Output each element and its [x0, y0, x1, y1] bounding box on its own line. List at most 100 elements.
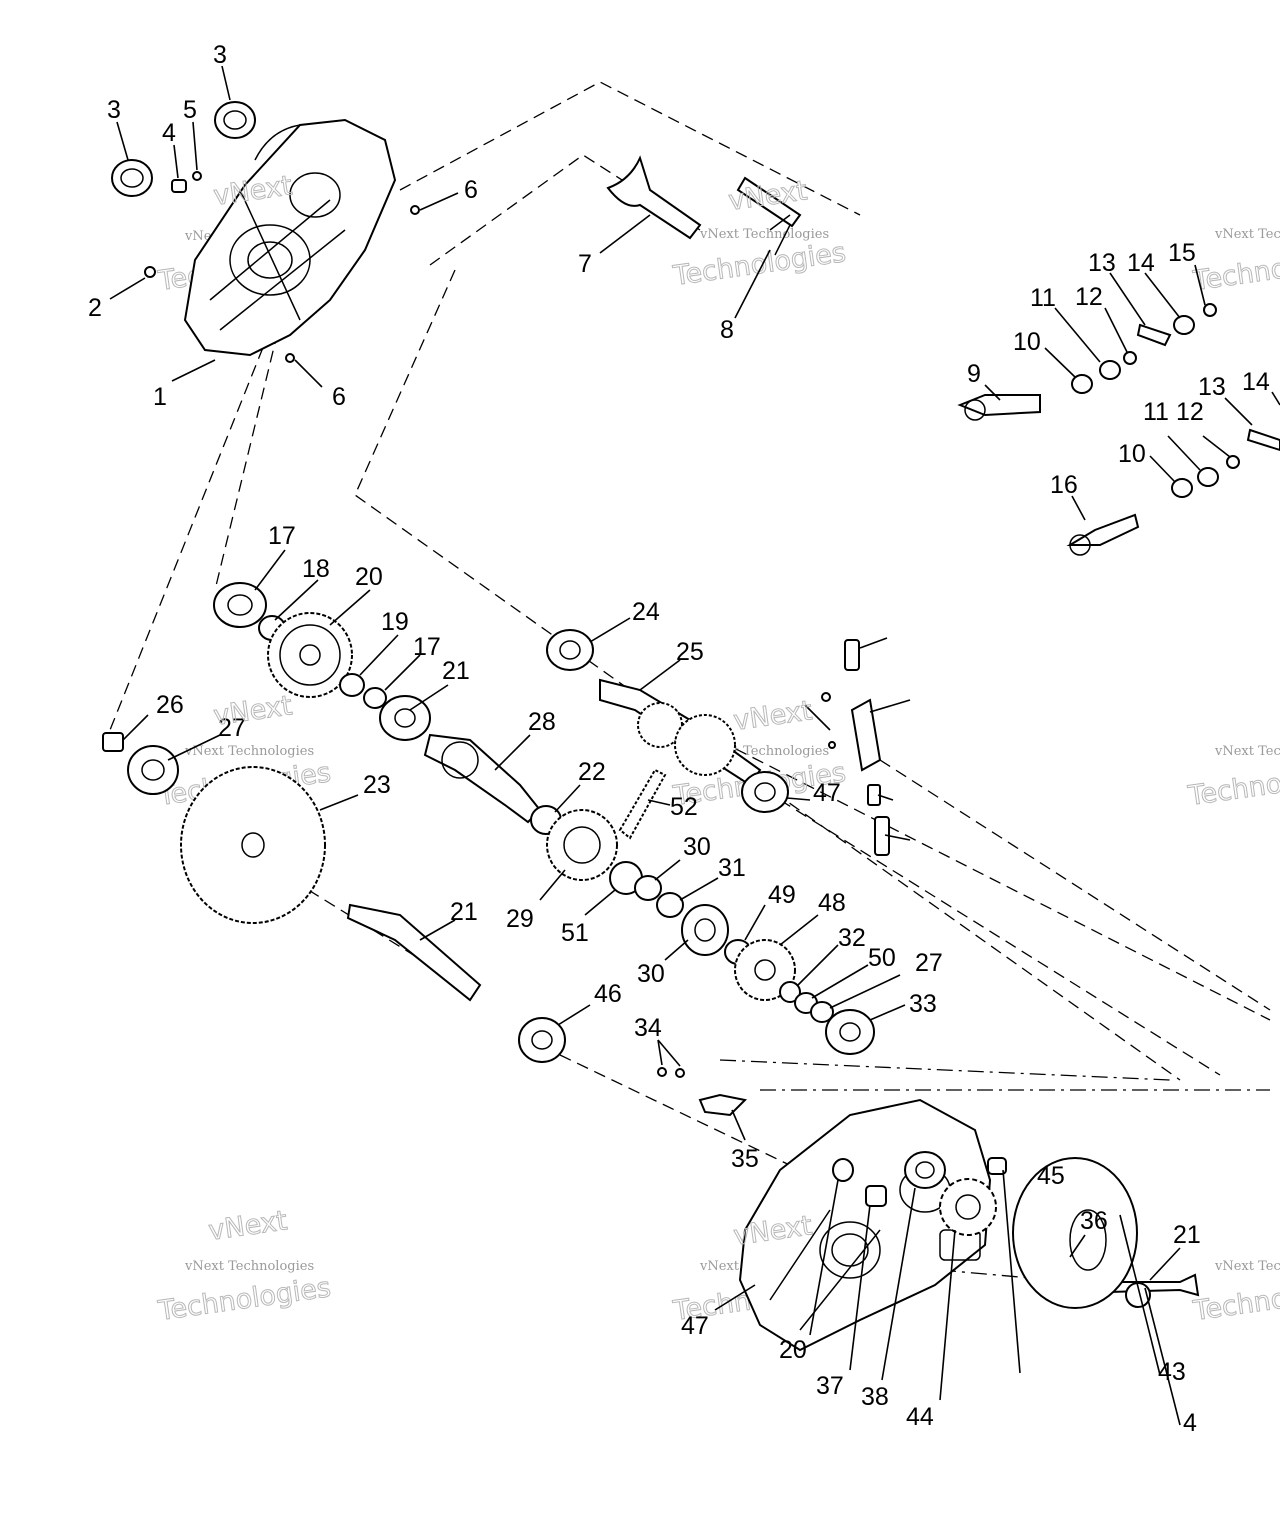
watermark-text: vNext	[727, 175, 809, 217]
callout-22: 25	[676, 638, 704, 666]
washer-36	[810, 1001, 834, 1023]
callout-32: 31	[718, 854, 746, 882]
washer-27-top	[363, 687, 387, 709]
drive-pulley-39	[1012, 1157, 1138, 1309]
arm-13-top	[1136, 323, 1172, 347]
dowel-6-bottom	[285, 353, 295, 363]
ring-12-top	[1123, 351, 1137, 365]
callout-34: 32	[838, 924, 866, 952]
bearing-23	[546, 629, 594, 671]
callout-21: 17	[268, 522, 296, 550]
pin-5	[192, 171, 202, 181]
watermark-text: vNext Technologies	[184, 744, 314, 759]
bearing-21-bottom	[825, 1009, 875, 1055]
watermark-text: vNext Technologies	[184, 1259, 314, 1274]
callout-43: 20	[779, 1336, 807, 1364]
callout-44: 47	[681, 1312, 709, 1340]
left-case-half	[183, 118, 397, 357]
bolt-2	[144, 266, 156, 278]
shift-rail-parts-17-20	[821, 639, 890, 856]
callout-14: 14	[1242, 368, 1270, 396]
bushing-32	[656, 892, 684, 918]
watermark-text: Technologies	[1186, 757, 1280, 812]
watermark-text: vNext Technologies	[1214, 744, 1280, 759]
callout-7: 7	[578, 250, 592, 278]
callout-21: 47	[813, 779, 841, 807]
callout-27: 49	[768, 881, 796, 909]
bushing-34	[779, 981, 801, 1003]
plug-52	[102, 732, 124, 752]
callout-42: 37	[816, 1372, 844, 1400]
shift-shaft-8	[736, 176, 802, 256]
callout-26: 19	[381, 608, 409, 636]
ring-30-bottom	[634, 875, 662, 901]
callout-2: 2	[88, 294, 102, 322]
shaft-22	[599, 678, 762, 787]
dog-clutch-46	[681, 904, 729, 956]
callout-33: 48	[818, 889, 846, 917]
watermark-text: Technologies	[1191, 1272, 1280, 1327]
callout-3: 38	[861, 1383, 889, 1411]
callout-4: 4	[162, 119, 176, 147]
seal-3-left	[111, 159, 153, 197]
callout-37: 36	[1080, 1207, 1108, 1235]
watermark-text: Technologies	[671, 237, 848, 292]
nut-15	[1203, 303, 1217, 317]
dowel-6-top	[410, 205, 420, 215]
sprocket-41	[939, 1178, 997, 1236]
callout-6: 6	[464, 176, 478, 204]
watermark-text: Technologies	[1191, 242, 1280, 297]
callout-47: 27	[218, 714, 246, 742]
gear-51	[180, 766, 326, 924]
callout-47: 46	[594, 980, 622, 1008]
callout-31: 52	[670, 793, 698, 821]
detent-parts-20-45	[657, 1067, 748, 1117]
watermark-text: Technologies	[156, 1272, 333, 1327]
seal-3-bottom	[904, 1151, 946, 1189]
watermark-fragments: vNext vNext vNext vNext vNext vNext	[206, 170, 814, 1253]
callout-30: 22	[578, 758, 606, 786]
callout-16: 16	[1050, 471, 1078, 499]
callout-21: 33	[909, 990, 937, 1018]
ring-12-bottom	[1226, 455, 1240, 469]
callout-12: 12	[1176, 398, 1204, 426]
bushing-4	[171, 179, 187, 193]
callout-30: 30	[683, 833, 711, 861]
callout-25: 20	[355, 563, 383, 591]
callout-35: 50	[868, 944, 896, 972]
shaft-29	[423, 733, 542, 824]
bearing-47-top	[127, 745, 179, 795]
callout-14: 14	[1127, 249, 1155, 277]
callout-41: 44	[906, 1403, 934, 1431]
callout-36: 27	[915, 949, 943, 977]
callout-10: 10	[1118, 440, 1146, 468]
washer-10-top	[1071, 374, 1093, 394]
callout-4: 45	[1037, 1162, 1065, 1190]
bearing-21-left	[213, 582, 267, 628]
washer-11-top	[1099, 360, 1121, 380]
callout-39: 43	[1158, 1358, 1186, 1386]
callout-9: 9	[967, 360, 981, 388]
callout-labels: 1 2 3 3 4 5 6 6 7 8 9 10 11 12 13 14 15 …	[88, 41, 1270, 1437]
bearing-47-bottom	[518, 1017, 566, 1063]
watermark-text: vNext Technologies	[699, 227, 829, 242]
chain-31	[618, 768, 667, 840]
callout-28: 21	[442, 657, 470, 685]
bushing-4-bottom	[987, 1157, 1007, 1175]
watermark-text: vNext	[732, 695, 814, 737]
callout-11: 11	[1030, 284, 1056, 312]
bushing-26	[339, 673, 365, 697]
shift-lever-9	[957, 394, 1041, 421]
gear-25	[267, 612, 353, 698]
watermark-text: vNext	[212, 690, 294, 732]
callout-6: 6	[332, 383, 346, 411]
seal-3-top	[214, 101, 256, 139]
callout-15: 15	[1168, 239, 1196, 267]
watermarks: vNext Technologies Technologies vNext Te…	[155, 227, 1280, 1328]
plug-42	[865, 1185, 887, 1207]
callout-20: 34	[634, 1014, 662, 1042]
arm-13-bottom	[1246, 428, 1280, 452]
washer-10-bottom	[1171, 478, 1193, 498]
callout-13: 13	[1088, 249, 1116, 277]
